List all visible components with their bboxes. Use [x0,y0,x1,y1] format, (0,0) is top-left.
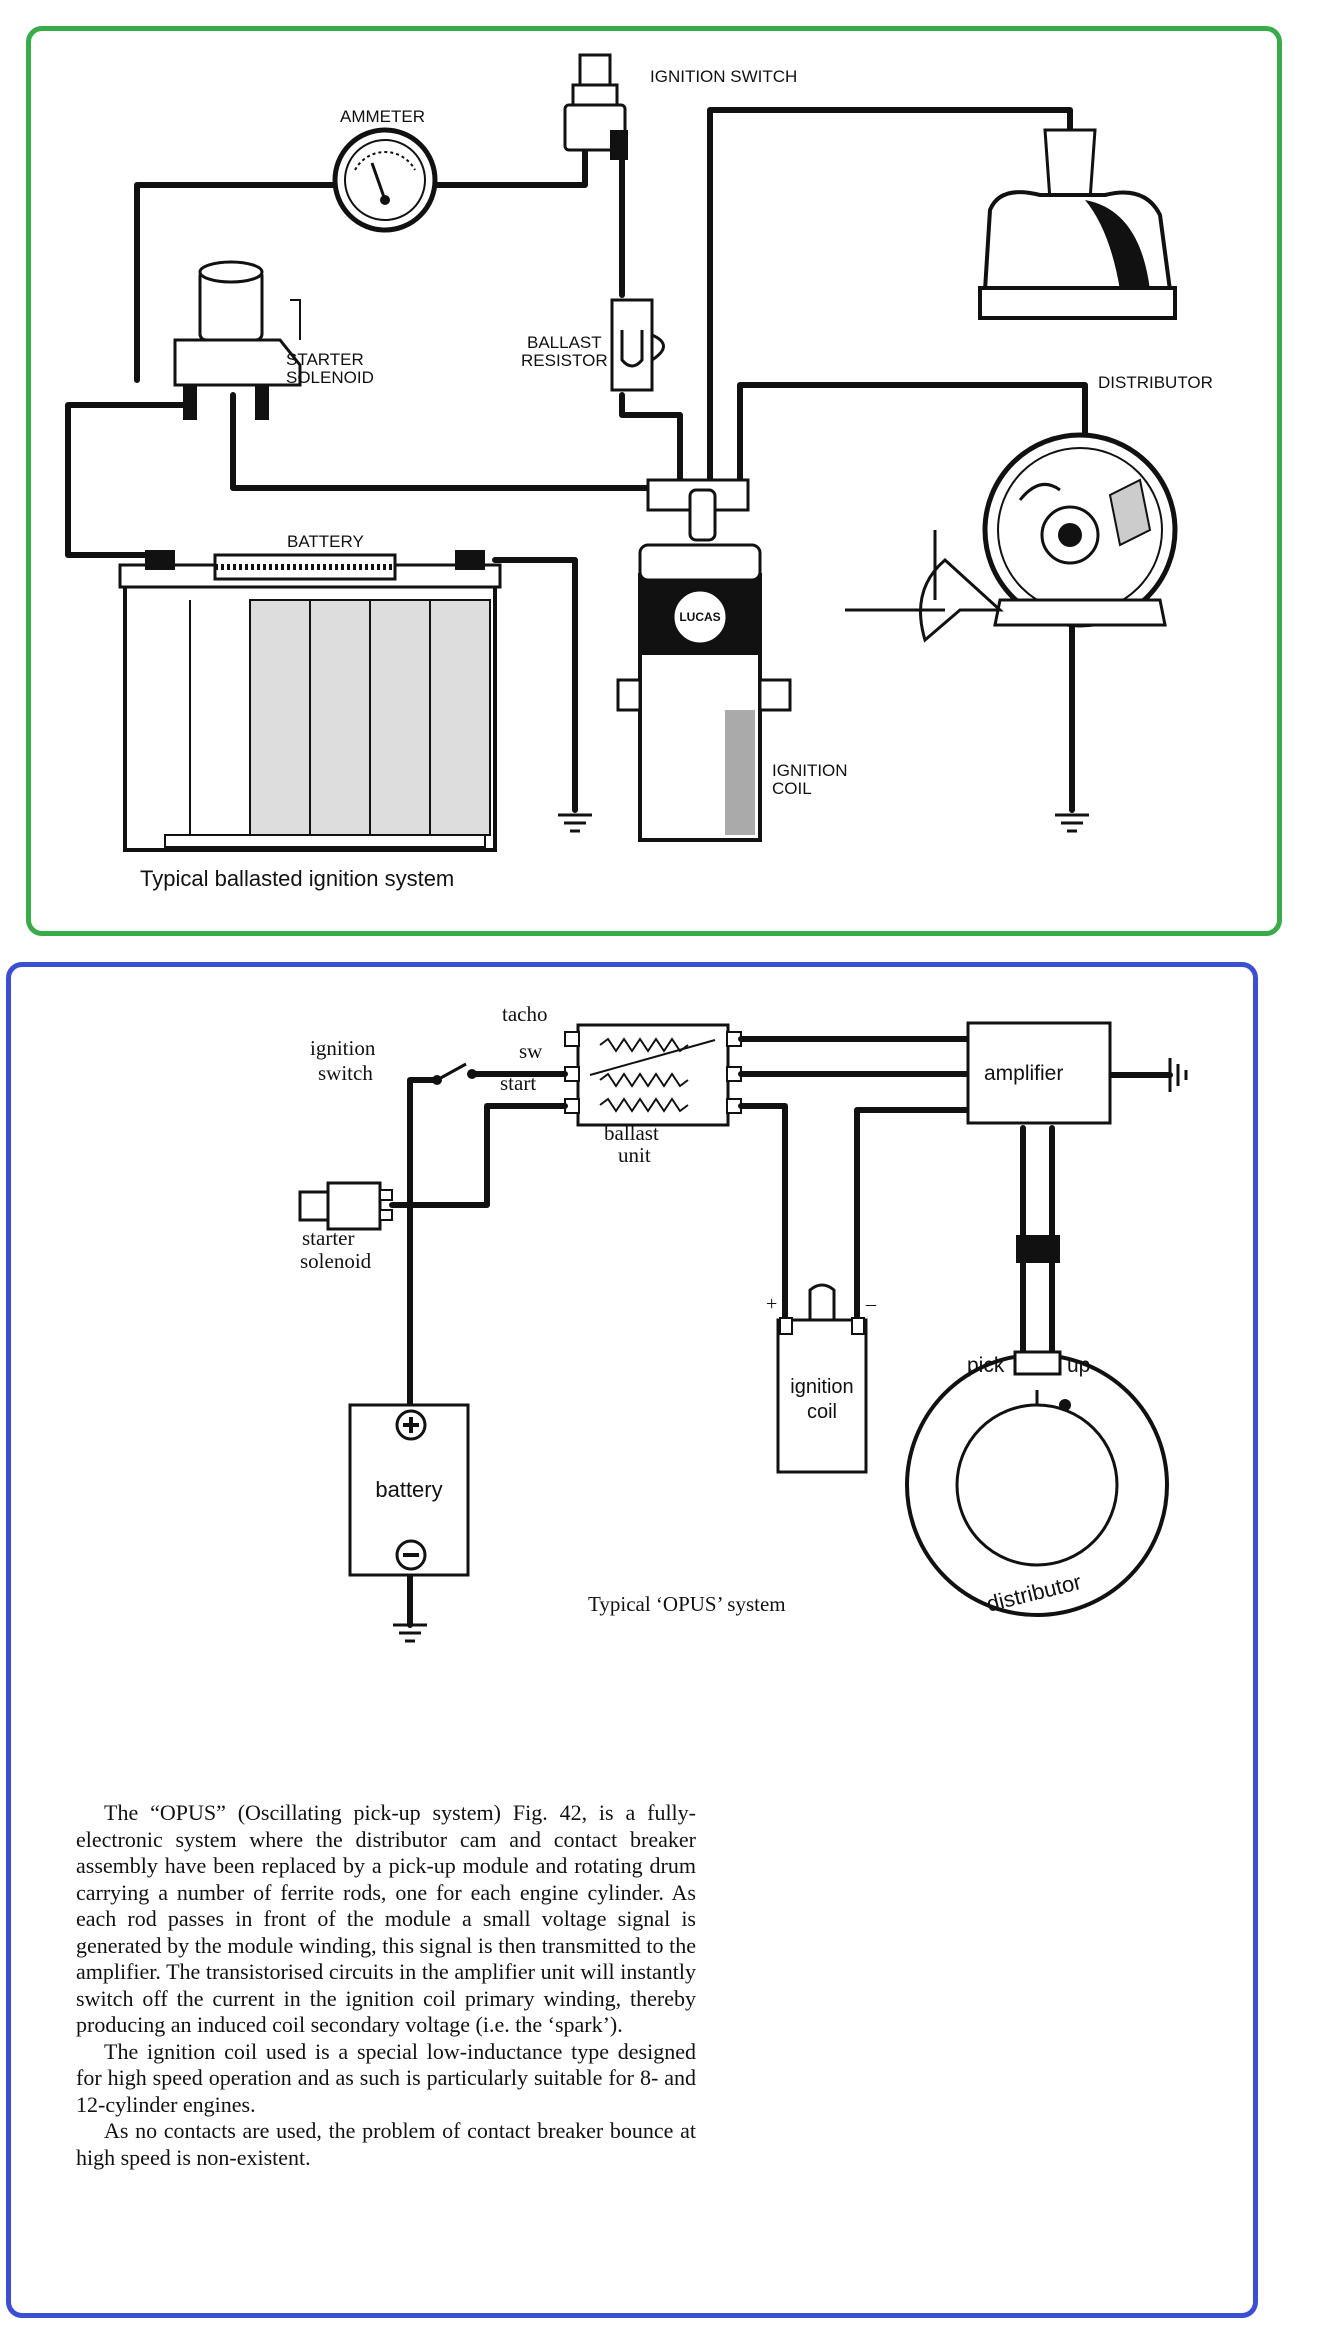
label-ignition-switch: IGNITION SWITCH [650,67,797,86]
starter-solenoid-component [173,260,302,420]
ammeter-gauge [332,127,438,233]
label-ballast: BALLAST [527,333,602,352]
label-pick: pick [967,1354,1005,1377]
label-ignition-switch-2: switch [318,1061,373,1085]
label-ammeter: AMMETER [340,107,425,126]
paragraph-opus-overview: The “OPUS” (Oscillating pick-up system) … [76,1800,696,2037]
ignition-switch-contacts [432,1062,477,1085]
battery-component [118,550,502,852]
caption-ballasted-ignition: Typical ballasted ignition system [140,866,454,891]
ground-symbol-distributor [1055,813,1089,833]
label-resistor: RESISTOR [521,351,608,370]
ignition-coil-box [776,1283,868,1474]
opus-system-diagram: tacho sw start ignition switch ballast u… [298,1002,1188,1643]
ballasted-ignition-diagram: IGNITION SWITCH AMMETER STARTER SOLENOID… [65,53,1213,891]
ground-symbol-amplifier [1168,1058,1188,1092]
wire-switch-battery [407,1077,440,1413]
distributor-body-component [845,432,1178,643]
wire-solenoid-battery [65,392,193,558]
opus-description: The “OPUS” (Oscillating pick-up system) … [76,1800,696,2171]
wire-amplifier-coil-minus [854,1107,971,1323]
label-coil-coil: coil [807,1401,837,1423]
wire-ammeter-switch [432,147,588,188]
ballast-resistor-component [610,298,665,392]
label-ignition-switch-1: ignition [310,1036,376,1060]
ignition-switch-component [563,53,628,160]
label-ignition-coil-2: COIL [772,779,812,798]
wire-coil-distributor-cap [707,107,1073,503]
label-tacho: tacho [502,1002,547,1026]
wire-battery-ground [492,557,578,813]
label-lucas: LUCAS [679,610,720,624]
wire-coil-distributor [737,382,1088,503]
ignition-coil-component [616,478,792,842]
label-sw: sw [519,1039,543,1063]
distributor-cap-component [978,128,1177,320]
pickup-lead-sleeve [1016,1235,1060,1263]
wire-solenoid-coil [230,392,668,503]
ballast-unit-component [564,1023,742,1127]
label-distributor-top: DISTRIBUTOR [1098,373,1213,392]
label-battery-top: BATTERY [287,532,364,551]
label-ignition-coil-1: IGNITION [772,761,848,780]
label-starter: STARTER [286,350,364,369]
label-up: up [1067,1354,1090,1377]
paragraph-ignition-coil: The ignition coil used is a special low-… [76,2038,696,2117]
ground-symbol-battery-bottom [393,1623,427,1643]
battery-box [348,1403,470,1577]
opus-distributor [905,1350,1169,1617]
label-coil-minus: – [865,1293,877,1315]
label-coil-plus: + [766,1293,777,1315]
wire-ballast-coil-plus [738,1103,788,1323]
starter-solenoid-symbol [298,1181,393,1231]
wire-ballast-coil [619,392,683,503]
label-ballast-unit-1: ballast [604,1121,659,1145]
paragraph-contact-bounce: As no contacts are used, the problem of … [76,2118,696,2170]
label-coil-ignition: ignition [790,1376,853,1398]
label-ballast-unit-2: unit [618,1143,651,1167]
amplifier-box [966,1021,1112,1125]
label-solenoid: solenoid [300,1249,372,1273]
wire-start-solenoid [389,1103,568,1208]
label-amplifier: amplifier [984,1062,1063,1085]
label-battery: battery [375,1477,442,1502]
ground-symbol-battery [558,813,592,833]
label-start: start [500,1071,536,1095]
label-solenoid: SOLENOID [286,368,374,387]
caption-opus-system: Typical ‘OPUS’ system [588,1592,786,1616]
label-starter: starter [302,1226,354,1250]
wire-solenoid-ammeter [134,182,338,383]
